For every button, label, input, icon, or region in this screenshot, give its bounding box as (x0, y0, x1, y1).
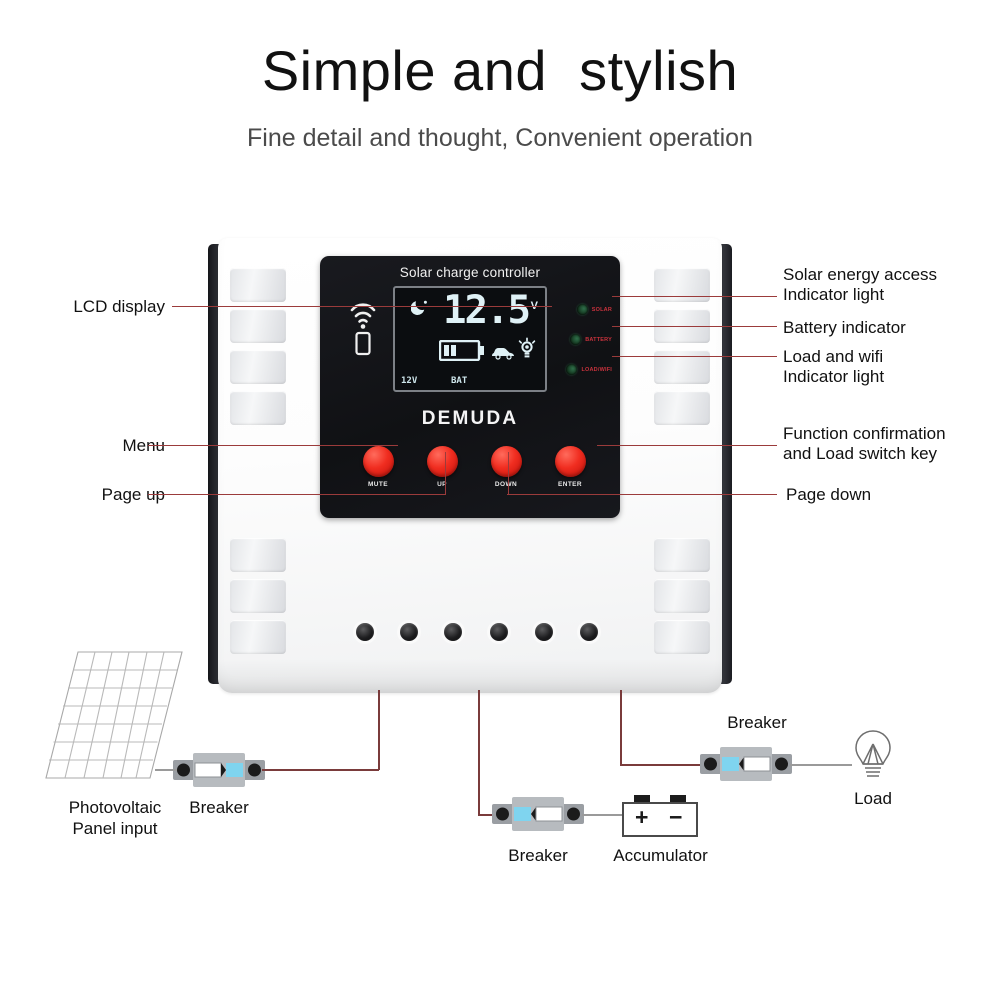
leader-menu (148, 445, 398, 447)
button-mute-label: MUTE (367, 481, 388, 488)
leader-page-up-riser (445, 452, 447, 495)
accumulator-plus-symbol: + (635, 804, 649, 830)
terminal-block (208, 623, 732, 653)
wire-panel-to-breaker (155, 769, 177, 771)
button-down[interactable]: DOWN (484, 446, 528, 488)
page-title: Simple and stylish (261, 39, 739, 102)
bulb-icon (517, 337, 537, 359)
button-enter[interactable]: ENTER (548, 446, 592, 488)
lcd-voltage-value: 12.5 (443, 288, 531, 333)
led-indicator-battery: BATTERY (570, 334, 612, 345)
label-breaker-pv: Breaker (189, 798, 249, 817)
led-icon-solar (576, 304, 588, 315)
panel-title: Solar charge controller (399, 265, 541, 280)
terminal-screw[interactable] (444, 623, 462, 641)
wire-breaker-to-accumulator (582, 814, 624, 816)
breaker-battery-icon (492, 797, 584, 831)
led-icon-battery (570, 334, 582, 345)
annotation-battery-indicator: Battery indicator (783, 318, 906, 337)
annotation-solar-indicator: Solar energy access Indicator light (783, 265, 938, 305)
led-indicator-loadwifi: LOAD/WIFI (566, 364, 612, 375)
button-up-label: UP (437, 481, 447, 488)
accumulator-terminal-positive (634, 795, 650, 802)
heatsink-fins-left-bottom (230, 538, 286, 654)
page-subtitle: Fine detail and thought, Convenient oper… (247, 124, 753, 152)
moon-icon (410, 298, 429, 316)
accumulator-terminal-negative (670, 795, 686, 802)
load-bulb-icon (850, 728, 896, 786)
annotation-lcd-display: LCD display (73, 297, 165, 316)
accumulator-minus-symbol: − (669, 804, 683, 830)
button-up[interactable]: UP (420, 446, 464, 488)
led-icon-loadwifi (566, 364, 578, 375)
label-breaker-battery: Breaker (508, 846, 568, 865)
leader-page-down-riser (508, 452, 510, 495)
led-indicator-solar: SOLAR (576, 304, 612, 315)
terminal-screw[interactable] (580, 623, 598, 641)
button-enter-label: ENTER (557, 481, 583, 488)
battery-icon (438, 339, 485, 362)
breaker-pv-icon (173, 753, 265, 787)
lcd-battery-label: BAT (451, 376, 468, 386)
wire-breaker-to-load (790, 764, 852, 766)
wire-controller-to-load-h (620, 764, 706, 766)
leader-solar-indicator (612, 296, 777, 298)
leader-battery-indicator (612, 326, 777, 328)
wire-controller-to-battery-h (478, 814, 498, 816)
annotation-page-down: Page down (786, 485, 872, 504)
accumulator-icon: + − (622, 795, 698, 837)
button-down-label: DOWN (494, 481, 518, 488)
led-label-loadwifi: LOAD/WIFI (581, 366, 612, 373)
heatsink-fins-left-top (230, 268, 286, 425)
wire-breaker-to-controller-h (262, 769, 379, 771)
button-enter-cap[interactable] (554, 446, 586, 477)
terminal-screw[interactable] (535, 623, 553, 641)
wifi-phone-icon (348, 298, 378, 358)
button-down-cap[interactable] (490, 446, 522, 477)
terminal-screw[interactable] (490, 623, 508, 641)
label-breaker-load: Breaker (727, 713, 787, 732)
button-mute-cap[interactable] (362, 446, 394, 477)
label-photovoltaic-panel: Photovoltaic Panel input (68, 798, 162, 839)
wire-controller-to-battery-v (478, 690, 480, 815)
leader-page-up (148, 494, 446, 496)
annotation-function-confirm: Function confirmation and Load switch ke… (783, 424, 946, 464)
leader-lcd-display (172, 306, 552, 308)
photovoltaic-panel-icon (44, 650, 184, 780)
lcd-system-voltage: 12V (401, 376, 418, 386)
lcd-display: 12.5 V (393, 286, 547, 392)
breaker-load-icon (700, 747, 792, 781)
car-icon (491, 346, 515, 360)
led-label-solar: SOLAR (591, 306, 612, 313)
terminal-screw[interactable] (400, 623, 418, 641)
label-accumulator: Accumulator (613, 846, 708, 865)
brand-logo: DEMUDA (421, 408, 519, 429)
accumulator-body (622, 802, 698, 837)
annotation-page-up: Page up (101, 485, 165, 504)
label-load: Load (854, 789, 892, 808)
annotation-menu: Menu (122, 436, 165, 455)
front-panel: Solar charge controller (320, 256, 620, 518)
leader-load-wifi (612, 356, 777, 358)
solar-charge-controller: Solar charge controller (208, 238, 732, 693)
button-up-cap[interactable] (426, 446, 458, 477)
wire-breaker-to-controller-v (378, 690, 380, 770)
annotation-load-wifi: Load and wifi Indicator light (783, 347, 885, 387)
button-mute[interactable]: MUTE (356, 446, 400, 488)
leader-page-down (507, 494, 777, 496)
terminal-screw[interactable] (356, 623, 374, 641)
heatsink-fins-right-top (654, 268, 710, 425)
led-label-battery: BATTERY (585, 336, 612, 343)
wire-controller-to-load-v (620, 690, 622, 765)
leader-function-confirm (597, 445, 777, 447)
heatsink-fins-right-bottom (654, 538, 710, 654)
